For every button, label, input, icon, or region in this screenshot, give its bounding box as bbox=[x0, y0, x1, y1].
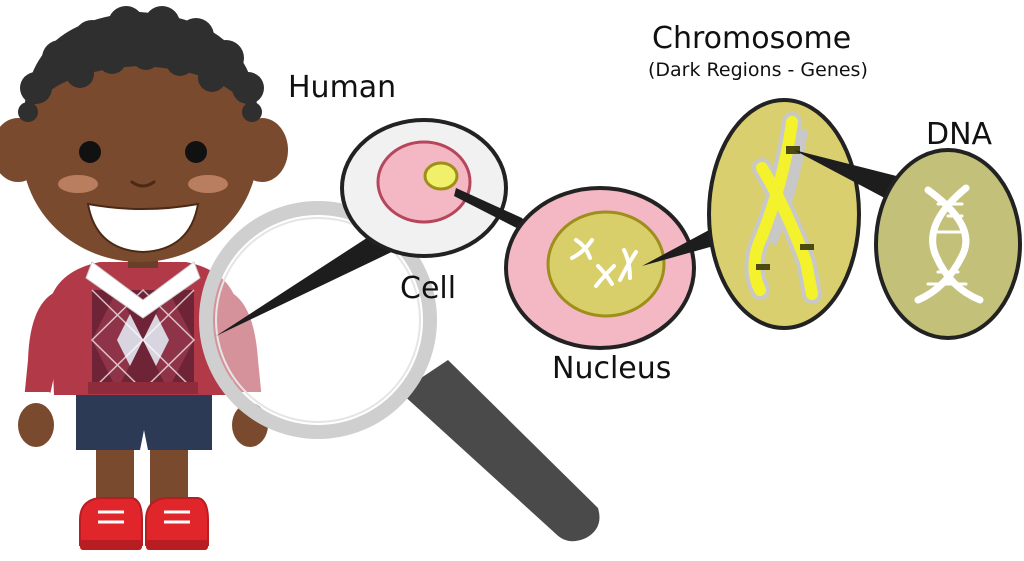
label-cell: Cell bbox=[400, 271, 456, 306]
chromosome-callout-pointer bbox=[642, 222, 728, 266]
boy-eye-right bbox=[185, 141, 207, 163]
nucleus-chromosomes bbox=[570, 238, 638, 288]
magnifier-handle bbox=[400, 360, 600, 542]
boy-head bbox=[22, 38, 258, 262]
magnifier-lens bbox=[199, 201, 437, 439]
label-dna: DNA bbox=[926, 117, 993, 152]
boy-eye-left bbox=[79, 141, 101, 163]
boy-illustration bbox=[0, 6, 288, 550]
cell-callout-pointer bbox=[216, 232, 400, 336]
boy-hand-left bbox=[18, 403, 54, 447]
chromosome-shape bbox=[744, 112, 822, 304]
magnifying-glass-icon bbox=[199, 201, 600, 542]
nucleus-callout bbox=[454, 186, 696, 350]
boy-hair bbox=[18, 6, 264, 122]
cell-body bbox=[376, 140, 472, 224]
boy-shorts bbox=[76, 385, 212, 450]
cell-callout bbox=[216, 118, 508, 336]
boy-collar bbox=[85, 261, 201, 319]
dna-bubble bbox=[874, 148, 1022, 340]
gene-band bbox=[800, 244, 814, 250]
dna-callout bbox=[794, 148, 1022, 340]
dna-callout-pointer bbox=[794, 150, 912, 204]
label-human: Human bbox=[288, 70, 396, 105]
gene-band bbox=[756, 264, 770, 270]
boy-smile bbox=[86, 202, 200, 254]
gene-band bbox=[786, 146, 800, 154]
nucleus-body bbox=[546, 210, 666, 318]
dna-helix-icon bbox=[914, 184, 984, 304]
cell-nucleus-spot bbox=[423, 161, 459, 191]
label-chromosome: Chromosome bbox=[652, 21, 851, 56]
label-nucleus: Nucleus bbox=[552, 351, 671, 386]
label-chromosome-note: (Dark Regions - Genes) bbox=[648, 59, 868, 81]
